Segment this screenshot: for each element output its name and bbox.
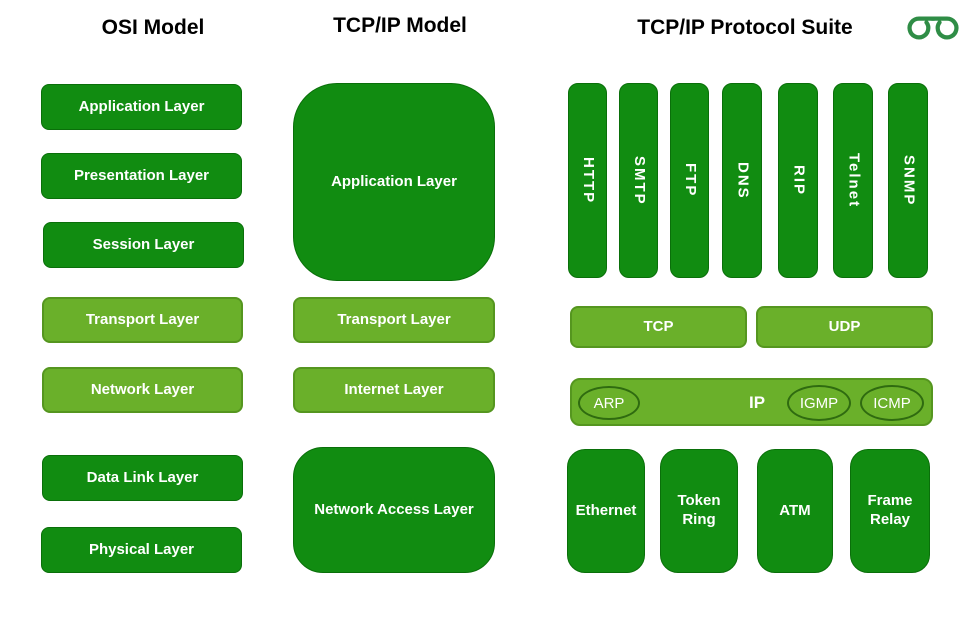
tcpip-protocol-suite-title: TCP/IP Protocol Suite (637, 16, 853, 39)
udp-box: UDP (756, 306, 933, 348)
osi-transport-layer-box: Transport Layer (42, 297, 243, 343)
ip-band: ARP IP IGMP ICMP (570, 378, 933, 426)
tcpip-internet-layer-box: Internet Layer (293, 367, 495, 413)
osi-application-layer-box: Application Layer (41, 84, 242, 130)
protocol-bar-dns: DNS (722, 83, 762, 278)
protocol-bar-smtp: SMTP (619, 83, 658, 278)
igmp-ellipse: IGMP (787, 385, 851, 421)
tcpip-model-title: TCP/IP Model (333, 14, 467, 37)
ip-label: IP (748, 393, 766, 412)
icmp-ellipse: ICMP (860, 385, 924, 421)
frame-relay-box: Frame Relay (850, 449, 930, 573)
protocol-bar-telnet: Telnet (833, 83, 873, 278)
tcpip-application-layer-box: Application Layer (293, 83, 495, 281)
token-ring-box: Token Ring (660, 449, 738, 573)
protocol-bar-snmp: SNMP (888, 83, 928, 278)
ethernet-box: Ethernet (567, 449, 645, 573)
protocol-bar-http: HTTP (568, 83, 607, 278)
osi-data-link-layer-box: Data Link Layer (42, 455, 243, 501)
osi-network-layer-box: Network Layer (42, 367, 243, 413)
atm-box: ATM (757, 449, 833, 573)
tcp-box: TCP (570, 306, 747, 348)
protocol-bar-ftp: FTP (670, 83, 709, 278)
arp-ellipse: ARP (578, 386, 640, 420)
osi-session-layer-box: Session Layer (43, 222, 244, 268)
tcpip-network-access-layer-box: Network Access Layer (293, 447, 495, 573)
protocol-bar-rip: RIP (778, 83, 818, 278)
osi-presentation-layer-box: Presentation Layer (41, 153, 242, 199)
osi-model-title: OSI Model (101, 16, 205, 39)
geeksforgeeks-logo-icon (907, 16, 959, 40)
osi-physical-layer-box: Physical Layer (41, 527, 242, 573)
tcpip-transport-layer-box: Transport Layer (293, 297, 495, 343)
